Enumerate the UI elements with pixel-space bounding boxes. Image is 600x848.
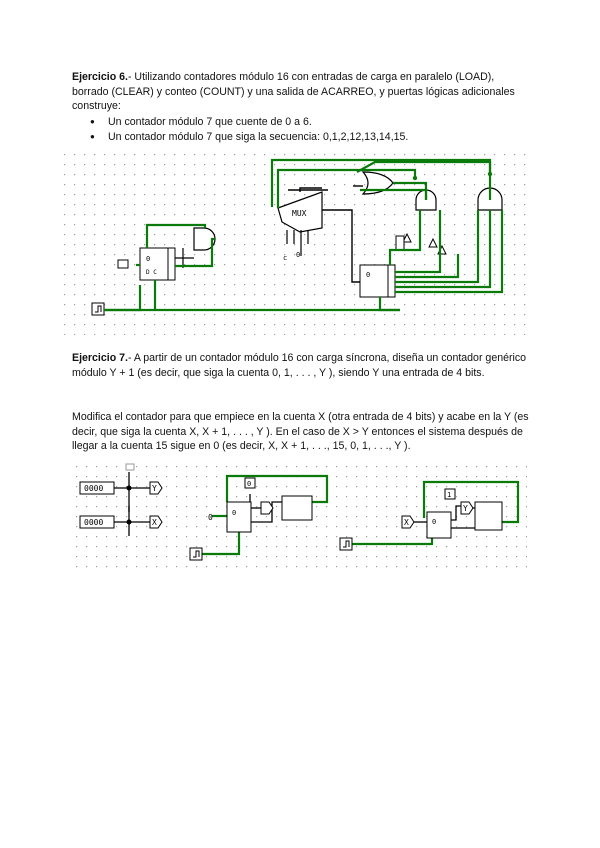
svg-text:X: X	[152, 518, 157, 527]
ex6-bullet-1: Un contador módulo 7 que cuente de 0 a 6…	[90, 115, 408, 130]
ex6-not-gate-1[interactable]	[402, 232, 412, 243]
ex6-counter-left[interactable]: 0 D C	[139, 247, 176, 281]
ex6-counter-right[interactable]: 0	[359, 264, 396, 298]
ex7-counter-middle[interactable]: 0	[226, 501, 252, 533]
ex6-and-gate-left[interactable]	[193, 227, 216, 251]
svg-text:Y: Y	[463, 504, 468, 513]
ex6-title: Ejercicio 6.	[72, 71, 128, 83]
ex7-comparator-right[interactable]	[474, 501, 503, 531]
ex7-counter-right[interactable]: 0	[426, 511, 452, 539]
svg-text:MUX: MUX	[292, 209, 307, 218]
ex7-const-zero: 0	[208, 513, 213, 522]
svg-text:X: X	[404, 518, 409, 527]
ex7-paragraph-2: Modifica el contador para que empiece en…	[72, 411, 529, 453]
ex7-intro: - A partir de un contador módulo 16 con …	[72, 352, 527, 379]
ex6-const-c: c	[283, 254, 287, 262]
ex6-bullet-2: Un contador módulo 7 que siga la secuenc…	[90, 130, 408, 145]
svg-text:Y: Y	[152, 484, 157, 493]
ex6-bullet-list: Un contador módulo 7 que cuente de 0 a 6…	[90, 115, 408, 144]
ex7-output-x[interactable]	[149, 515, 163, 529]
ex6-circuit-diagram: 0 D C MUX 0 c 0	[60, 150, 530, 335]
svg-text:0: 0	[366, 271, 370, 279]
ex7-const-one: 1	[447, 491, 451, 499]
ex7-paragraph: Ejercicio 7.- A partir de un contador mó…	[72, 351, 532, 380]
ex6-const-zero: 0	[296, 251, 300, 259]
svg-text:D C: D C	[146, 269, 157, 276]
ex7-comparator-middle[interactable]	[281, 495, 313, 521]
svg-text:0000: 0000	[84, 484, 103, 493]
ex6-intro: - Utilizando contadores módulo 16 con en…	[72, 71, 515, 113]
svg-text:0: 0	[432, 518, 436, 526]
ex6-paragraph: Ejercicio 6.- Utilizando contadores módu…	[72, 70, 532, 114]
ex7-title: Ejercicio 7.	[72, 352, 128, 364]
svg-text:0000: 0000	[84, 518, 103, 527]
ex6-mux[interactable]: MUX	[277, 191, 323, 233]
svg-text:0: 0	[247, 480, 251, 488]
svg-text:0: 0	[146, 255, 150, 263]
svg-text:0: 0	[232, 509, 236, 517]
ex7-input-x-right[interactable]	[401, 515, 415, 529]
ex7-output-y-right[interactable]	[460, 501, 474, 515]
ex7-circuit-diagram: 0000 0000 Y X 0 0 0 1 X 0 Y	[72, 462, 527, 570]
ex7-output-y[interactable]	[149, 481, 163, 495]
ex6-not-gate-2[interactable]	[428, 237, 438, 248]
ex6-pin-left[interactable]	[117, 259, 129, 269]
ex6-or-gate[interactable]	[361, 171, 394, 195]
